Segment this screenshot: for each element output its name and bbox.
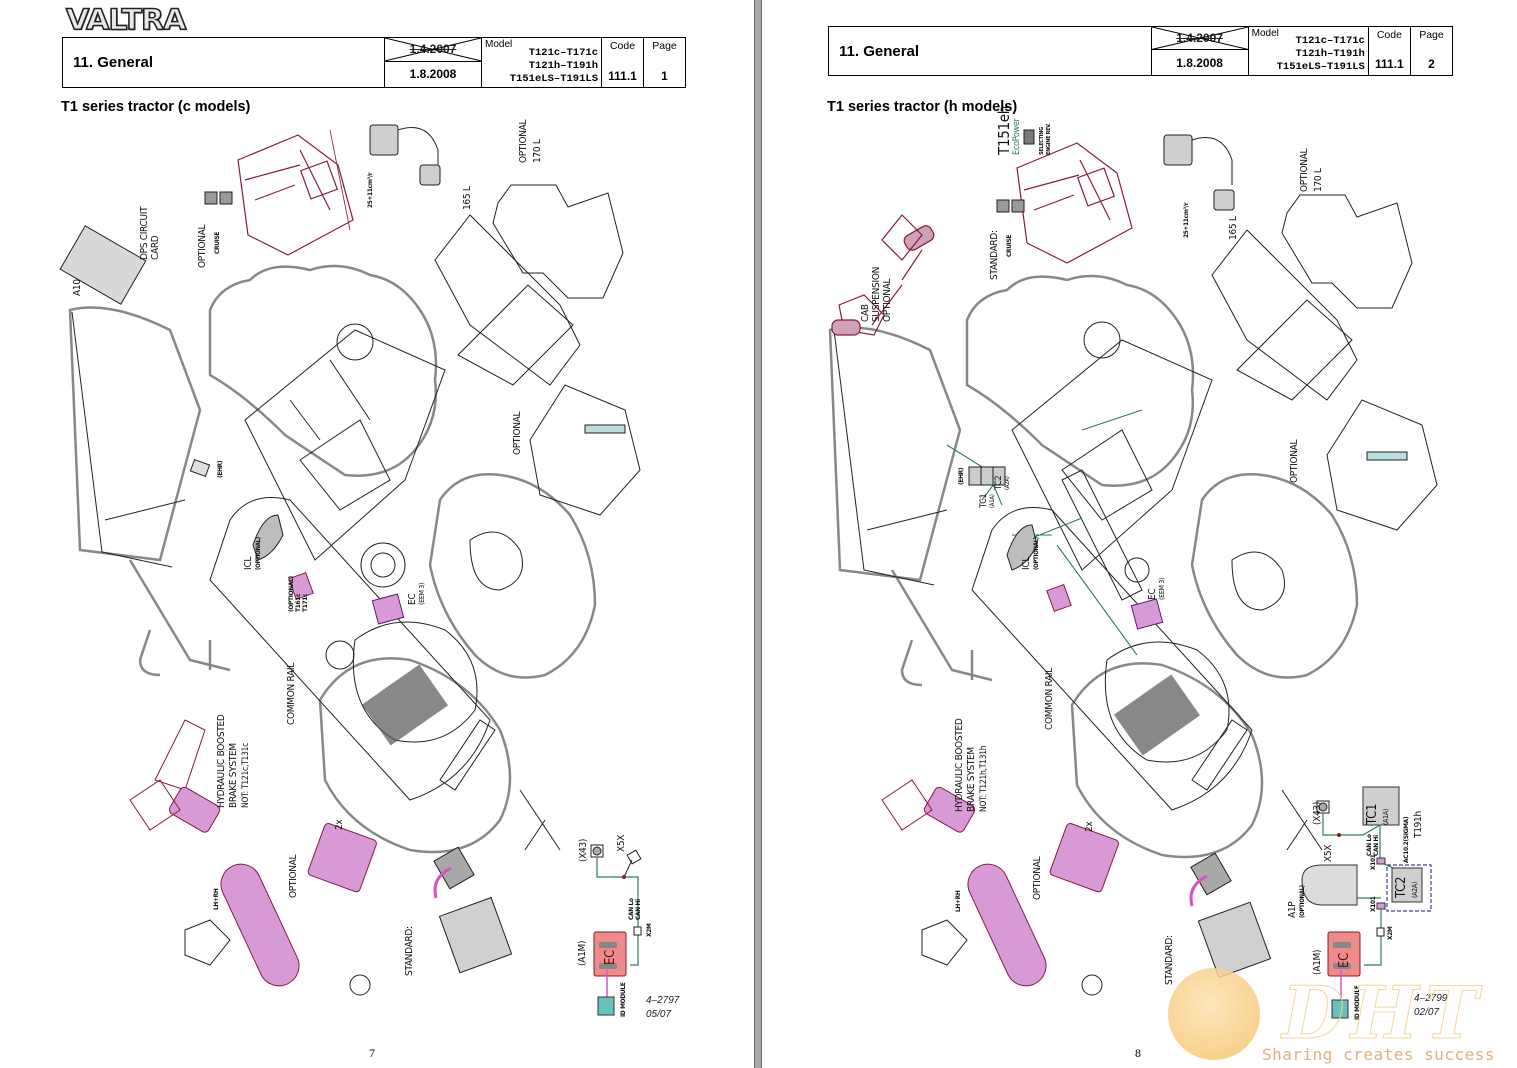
label-x43: (X43) (1312, 801, 1323, 825)
label-optional-cruise: OPTIONAL (197, 224, 208, 268)
model-cell: Model T121c–T171c T121h–T191h T151eLS–T1… (1247, 26, 1369, 76)
label-optional-arm: OPTIONAL (1032, 856, 1043, 900)
label-tc2-box: TC2(A2A) (1394, 876, 1419, 898)
current-date: 1.8.2008 (384, 60, 482, 89)
label-t191h: T191h (1413, 811, 1424, 838)
label-ehr: (EHR) (957, 467, 965, 485)
label-flow: 25+11cm³/r (366, 172, 374, 208)
model-cell: Model T121c–T171c T121h–T191h T151eLS–T1… (481, 37, 602, 88)
label-a1m: (A1M) (577, 940, 588, 966)
label-optional-suspension: OPTIONAL (512, 411, 523, 455)
page-cell: Page 2 (1409, 26, 1454, 76)
label-optional-arm: OPTIONAL (288, 854, 299, 898)
right-page: 11. General 1.4.2007 Model T121c–T171c T… (762, 0, 1517, 1068)
label-flow: 25+11cm³/r (1182, 202, 1190, 238)
label-standard: STANDARD: (1164, 935, 1175, 985)
page-gutter (754, 0, 762, 1068)
code-cell: Code 111.1 (1367, 26, 1411, 76)
header-table: 11. General 1.4.2007 Model T121c–T171c T… (62, 37, 686, 89)
label-tc2: TC2(A2A) (994, 475, 1011, 490)
tractor-diagram-c (59, 124, 642, 1016)
label-ehr: (EHR) (216, 460, 224, 478)
label-standard: STANDARD: (404, 926, 415, 976)
watermark-tagline: Sharing creates success (1262, 1045, 1496, 1064)
label-tc1: TC1(A1A) (979, 493, 996, 508)
valtra-logo: VALTRA (65, 3, 187, 38)
header-title: 11. General (828, 26, 1152, 76)
label-x101-bottom: X101 (1369, 896, 1377, 912)
label-x43: (X43) (578, 838, 589, 862)
section-title: T1 series tractor (h models) (827, 99, 1018, 115)
watermark-logo-text: DHT (1281, 970, 1485, 1056)
figure-reference: 4–2797 05/07 (646, 995, 680, 1020)
label-165l: 165 L (1228, 216, 1239, 240)
label-165l: 165 L (462, 186, 473, 210)
label-icl: ICL(OPTIONAL) (243, 537, 262, 570)
label-cruise: CRUISE (213, 231, 221, 254)
header-table: 11. General 1.4.2007 Model T121c–T171c T… (828, 25, 1454, 76)
left-page: VALTRA 11. General 1.4.2007 Model T121c–… (0, 0, 754, 1068)
label-lh-rh: LH+RH (954, 890, 962, 912)
superseded-date: 1.4.2007 (1150, 25, 1249, 51)
label-standard-cruise: STANDARD: (989, 230, 1000, 280)
label-ec: EC(EEM 3) (407, 582, 426, 605)
code-cell: Code 111.1 (601, 37, 644, 88)
label-id-module: ID MODULE (619, 982, 627, 1017)
watermark-logo-circle (1168, 968, 1260, 1060)
current-date: 1.8.2008 (1150, 49, 1249, 76)
figure-reference: 4–2799 02/07 (1414, 993, 1448, 1018)
label-x2m: X2M (645, 923, 653, 938)
page-number: 8 (1135, 1046, 1141, 1060)
label-ec-box: EC (1337, 953, 1352, 968)
label-a1p: A1P(OPTIONAL) (1287, 885, 1306, 918)
label-x5x: X5X (1323, 844, 1334, 862)
label-x101-top: X101 (1369, 854, 1377, 870)
tractor-diagram-h (828, 129, 1438, 1019)
page-number: 7 (369, 1046, 375, 1060)
label-common-rail: COMMON RAIL (1044, 668, 1055, 730)
label-t151eh: T151eh (995, 105, 1013, 155)
label-x2m: X2M (1386, 926, 1394, 941)
label-ecopower: EcoPower (1012, 118, 1022, 155)
label-tc1-box: TC1(A1A) (1365, 803, 1390, 825)
label-ec: EC(EEM 3) (1147, 577, 1166, 600)
label-lh-rh: LH+RH (212, 888, 220, 910)
label-2x: 2x (1084, 821, 1095, 832)
label-ec-box: EC (603, 950, 618, 965)
label-optional-suspension: OPTIONAL (1289, 439, 1300, 483)
page-cell: Page 1 (643, 37, 686, 88)
label-common-rail: COMMON RAIL (286, 663, 297, 725)
superseded-date: 1.4.2007 (384, 37, 482, 62)
header-title: 11. General (62, 37, 385, 88)
label-cruise: CRUISE (1005, 234, 1013, 257)
label-2x: 2x (334, 819, 345, 830)
section-title: T1 series tractor (c models) (61, 99, 251, 115)
label-icl: ICL(OPTIONAL) (1021, 537, 1040, 570)
label-a10: A10 (72, 279, 83, 296)
label-x5x: X5X (616, 834, 627, 852)
label-ac-sigma: AC10.2(SIGMA) (1402, 816, 1410, 863)
